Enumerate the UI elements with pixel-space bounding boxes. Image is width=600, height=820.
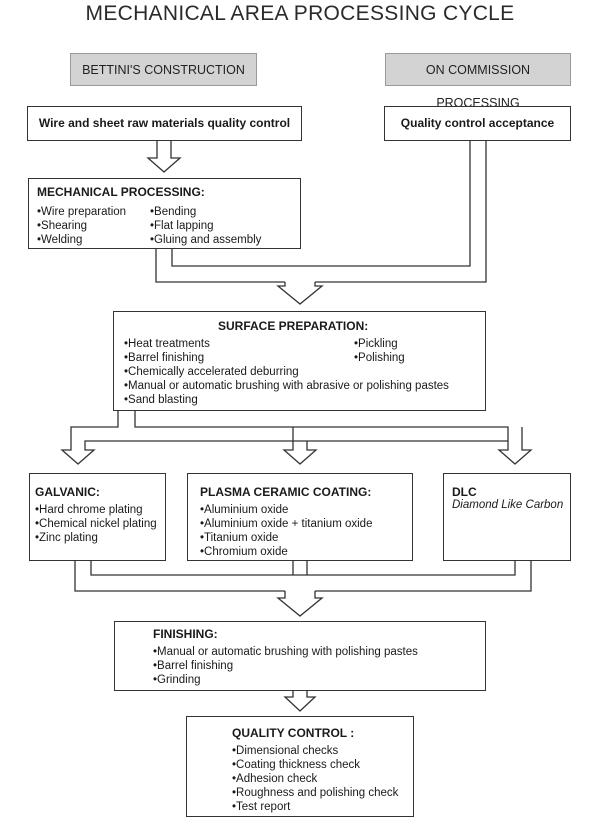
list-item: Titanium oxide xyxy=(200,531,372,545)
mechanical-title: MECHANICAL PROCESSING: xyxy=(37,185,205,199)
pipe-collect-right xyxy=(315,560,532,592)
finishing-box: FINISHING: Manual or automatic brushing … xyxy=(114,621,486,691)
column-label-commission: ON COMMISSION PROCESSING xyxy=(385,53,571,110)
list-item: Adhesion check xyxy=(232,772,398,786)
arrow-split-center xyxy=(282,427,318,465)
dlc-box: DLC Diamond Like Carbon xyxy=(443,473,571,561)
list-item: Grinding xyxy=(153,673,418,687)
pipe-split-top xyxy=(134,411,509,441)
list-item: Barrel finishing xyxy=(124,351,210,365)
surface-list-2: Pickling Polishing xyxy=(354,337,405,365)
list-item: Shearing xyxy=(37,219,126,233)
pipe-mechanical-left xyxy=(155,248,285,283)
qc-acceptance-label: Quality control acceptance xyxy=(400,116,555,130)
pipe-collect-outer xyxy=(74,560,285,592)
galvanic-list: Hard chrome plating Chemical nickel plat… xyxy=(35,503,157,545)
list-item: Sand blasting xyxy=(124,393,449,407)
list-item: Chromium oxide xyxy=(200,545,372,559)
surface-title: SURFACE PREPARATION: xyxy=(218,319,369,333)
arrow-merge-to-surface xyxy=(276,282,324,305)
raw-materials-box: Wire and sheet raw materials quality con… xyxy=(27,106,302,141)
plasma-list: Aluminium oxide Aluminium oxide + titani… xyxy=(200,503,372,559)
pipe-split-outer xyxy=(60,411,508,465)
quality-control-box: QUALITY CONTROL : Dimensional checks Coa… xyxy=(186,716,414,817)
list-item: Polishing xyxy=(354,351,405,365)
quality-list: Dimensional checks Coating thickness che… xyxy=(232,744,398,814)
pipe-collect-inner xyxy=(90,560,516,576)
list-item: Chemical nickel plating xyxy=(35,517,157,531)
list-item: Wire preparation xyxy=(37,205,126,219)
list-item: Gluing and assembly xyxy=(150,233,261,247)
list-item: Heat treatments xyxy=(124,337,210,351)
list-item: Dimensional checks xyxy=(232,744,398,758)
finishing-title: FINISHING: xyxy=(153,627,218,641)
galvanic-box: GALVANIC: Hard chrome plating Chemical n… xyxy=(29,473,166,561)
pipe-collect-center xyxy=(292,560,308,575)
pipe-mechanical-inner xyxy=(171,141,471,267)
arrow-split-right xyxy=(497,427,533,465)
surface-list-3: Chemically accelerated deburring Manual … xyxy=(124,365,449,407)
arrow-to-quality xyxy=(283,691,317,712)
surface-list-1: Heat treatments Barrel finishing xyxy=(124,337,210,365)
mechanical-processing-box: MECHANICAL PROCESSING: Wire preparation … xyxy=(28,178,301,249)
raw-materials-label: Wire and sheet raw materials quality con… xyxy=(38,116,291,130)
finishing-list: Manual or automatic brushing with polish… xyxy=(153,645,418,687)
plasma-coating-box: PLASMA CERAMIC COATING: Aluminium oxide … xyxy=(187,473,413,561)
quality-title: QUALITY CONTROL : xyxy=(232,726,355,740)
list-item: Barrel finishing xyxy=(153,659,418,673)
list-item: Bending xyxy=(150,205,261,219)
list-item: Roughness and polishing check xyxy=(232,786,398,800)
surface-preparation-box: SURFACE PREPARATION: Heat treatments Bar… xyxy=(113,311,486,411)
dlc-title: DLC xyxy=(452,485,477,499)
list-item: Manual or automatic brushing with polish… xyxy=(153,645,418,659)
qc-acceptance-box: Quality control acceptance xyxy=(384,106,571,141)
arrow-to-finishing xyxy=(276,591,324,617)
list-item: Aluminium oxide xyxy=(200,503,372,517)
mechanical-list-2: Bending Flat lapping Gluing and assembly xyxy=(150,205,261,247)
dlc-subtitle: Diamond Like Carbon xyxy=(452,499,564,511)
diagram-title: MECHANICAL AREA PROCESSING CYCLE xyxy=(85,2,515,25)
list-item: Welding xyxy=(37,233,126,247)
list-item: Chemically accelerated deburring xyxy=(124,365,449,379)
plasma-title: PLASMA CERAMIC COATING: xyxy=(200,485,372,499)
list-item: Coating thickness check xyxy=(232,758,398,772)
list-item: Test report xyxy=(232,800,398,814)
list-item: Hard chrome plating xyxy=(35,503,157,517)
column-label-bettini: BETTINI'S CONSTRUCTION xyxy=(70,53,257,86)
list-item: Aluminium oxide + titanium oxide xyxy=(200,517,372,531)
list-item: Zinc plating xyxy=(35,531,157,545)
arrow-raw-to-mechanical xyxy=(146,141,182,173)
list-item: Manual or automatic brushing with abrasi… xyxy=(124,379,449,393)
list-item: Flat lapping xyxy=(150,219,261,233)
galvanic-title: GALVANIC: xyxy=(35,485,100,499)
pipe-qc-outer xyxy=(315,141,487,283)
mechanical-list-1: Wire preparation Shearing Welding xyxy=(37,205,126,247)
list-item: Pickling xyxy=(354,337,405,351)
